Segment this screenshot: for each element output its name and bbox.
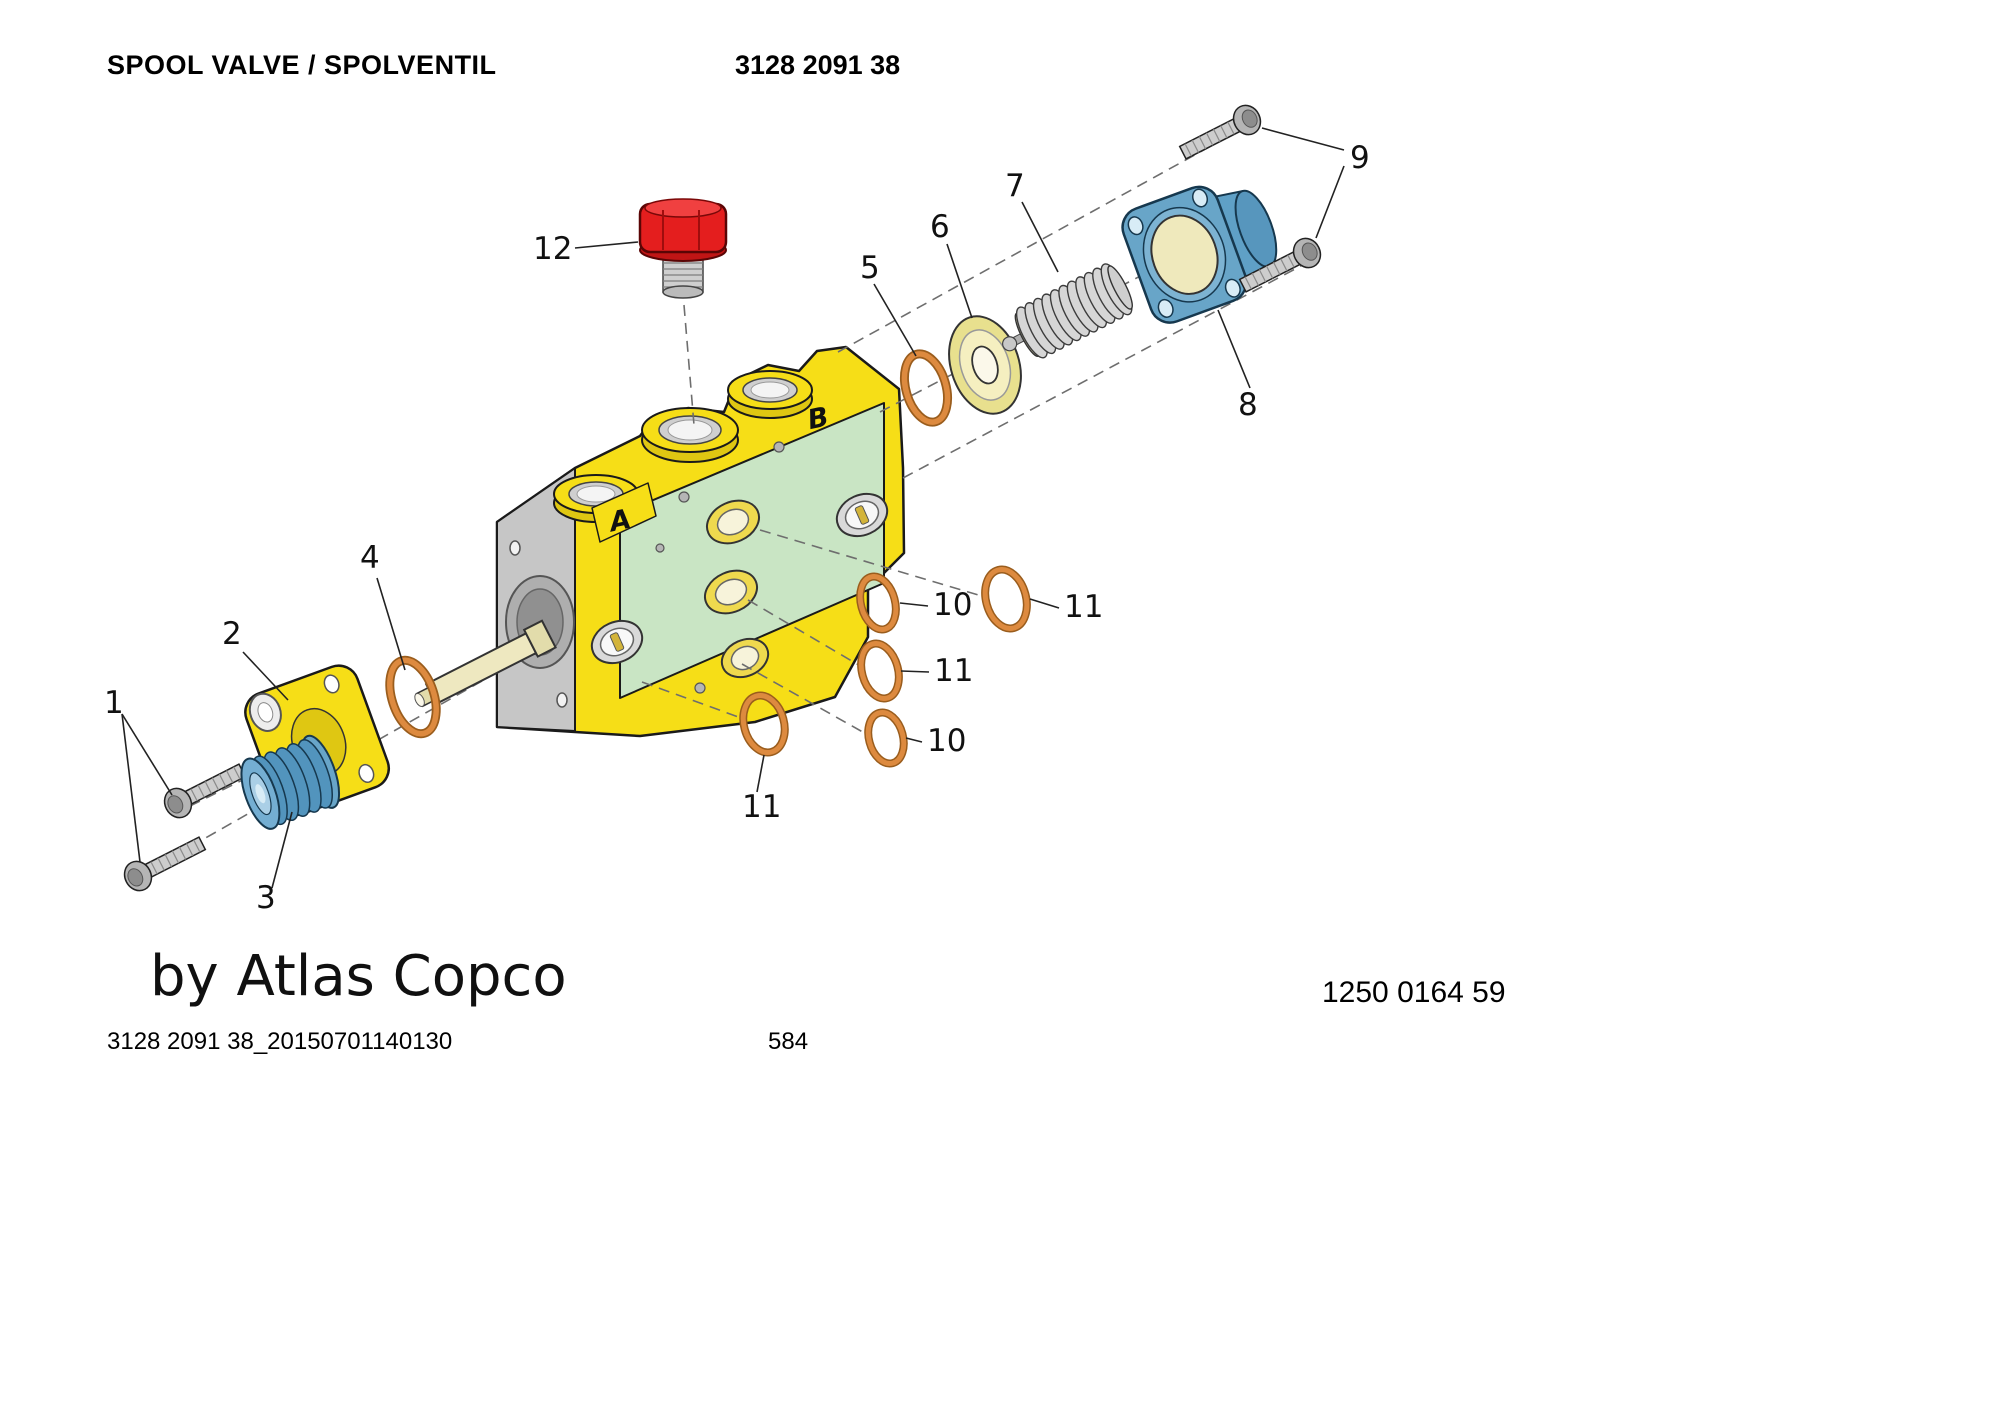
- front-face-ports: [590, 441, 889, 694]
- callout-label-11-lower: 11: [742, 789, 781, 825]
- drawing-number: 1250 0164 59: [1322, 976, 1506, 1009]
- callout-label-11-upper: 11: [1064, 589, 1103, 625]
- callout-label-6: 6: [930, 209, 950, 245]
- part-11-o-ring-middle: [857, 639, 903, 703]
- part-1-bolt-lower: [123, 836, 207, 892]
- part-9-bolt-upper: [1178, 104, 1262, 160]
- callout-label-1: 1: [104, 685, 124, 721]
- callout-label-2: 2: [222, 616, 242, 652]
- callout-label-4: 4: [360, 540, 380, 576]
- branding-text: by Atlas Copco: [150, 944, 567, 1009]
- part-7-spring: [1002, 263, 1133, 359]
- callout-label-3: 3: [256, 880, 276, 916]
- callout-label-10-upper: 10: [933, 587, 972, 623]
- part-3-boot: [240, 734, 341, 830]
- top-port-boss-center: [641, 407, 739, 463]
- part-10-o-ring-upper: [856, 572, 900, 634]
- callout-label-5: 5: [860, 250, 880, 286]
- callout-label-11-middle: 11: [934, 653, 973, 689]
- document-number: 3128 2091 38: [735, 50, 901, 80]
- part-11-o-ring-lower: [739, 691, 789, 757]
- part-5-o-ring: [899, 349, 953, 427]
- mount-face-hole: [509, 540, 521, 556]
- spool-port-left: [590, 619, 644, 665]
- part-8-end-cover: [1121, 185, 1278, 324]
- footer-file-id: 3128 2091 38_20150701140130: [107, 1028, 453, 1055]
- top-port-boss-b: [727, 370, 813, 419]
- callout-label-9: 9: [1350, 140, 1370, 176]
- page-title: SPOOL VALVE / SPOLVENTIL: [107, 50, 497, 80]
- callout-leader-lines: [121, 127, 1345, 889]
- port-a-tab: [591, 482, 657, 543]
- callout-label-7: 7: [1005, 168, 1025, 204]
- callout-label-12: 12: [533, 231, 572, 267]
- footer-page-number: 584: [768, 1028, 809, 1055]
- part-11-o-ring-upper: [981, 565, 1031, 633]
- callout-label-10-lower: 10: [927, 723, 966, 759]
- part-4-o-ring: [385, 655, 441, 739]
- part-9-bolt-lower: [1238, 237, 1322, 293]
- callout-label-8: 8: [1238, 387, 1258, 423]
- part-10-o-ring-lower: [864, 708, 908, 768]
- part-1-bolt-upper: [163, 763, 247, 819]
- part-12-plug: [638, 198, 728, 299]
- mount-face-hole: [556, 692, 568, 708]
- spool-shaft: [414, 619, 557, 708]
- spool-port-right: [835, 492, 889, 538]
- valve-body: A B: [495, 345, 906, 738]
